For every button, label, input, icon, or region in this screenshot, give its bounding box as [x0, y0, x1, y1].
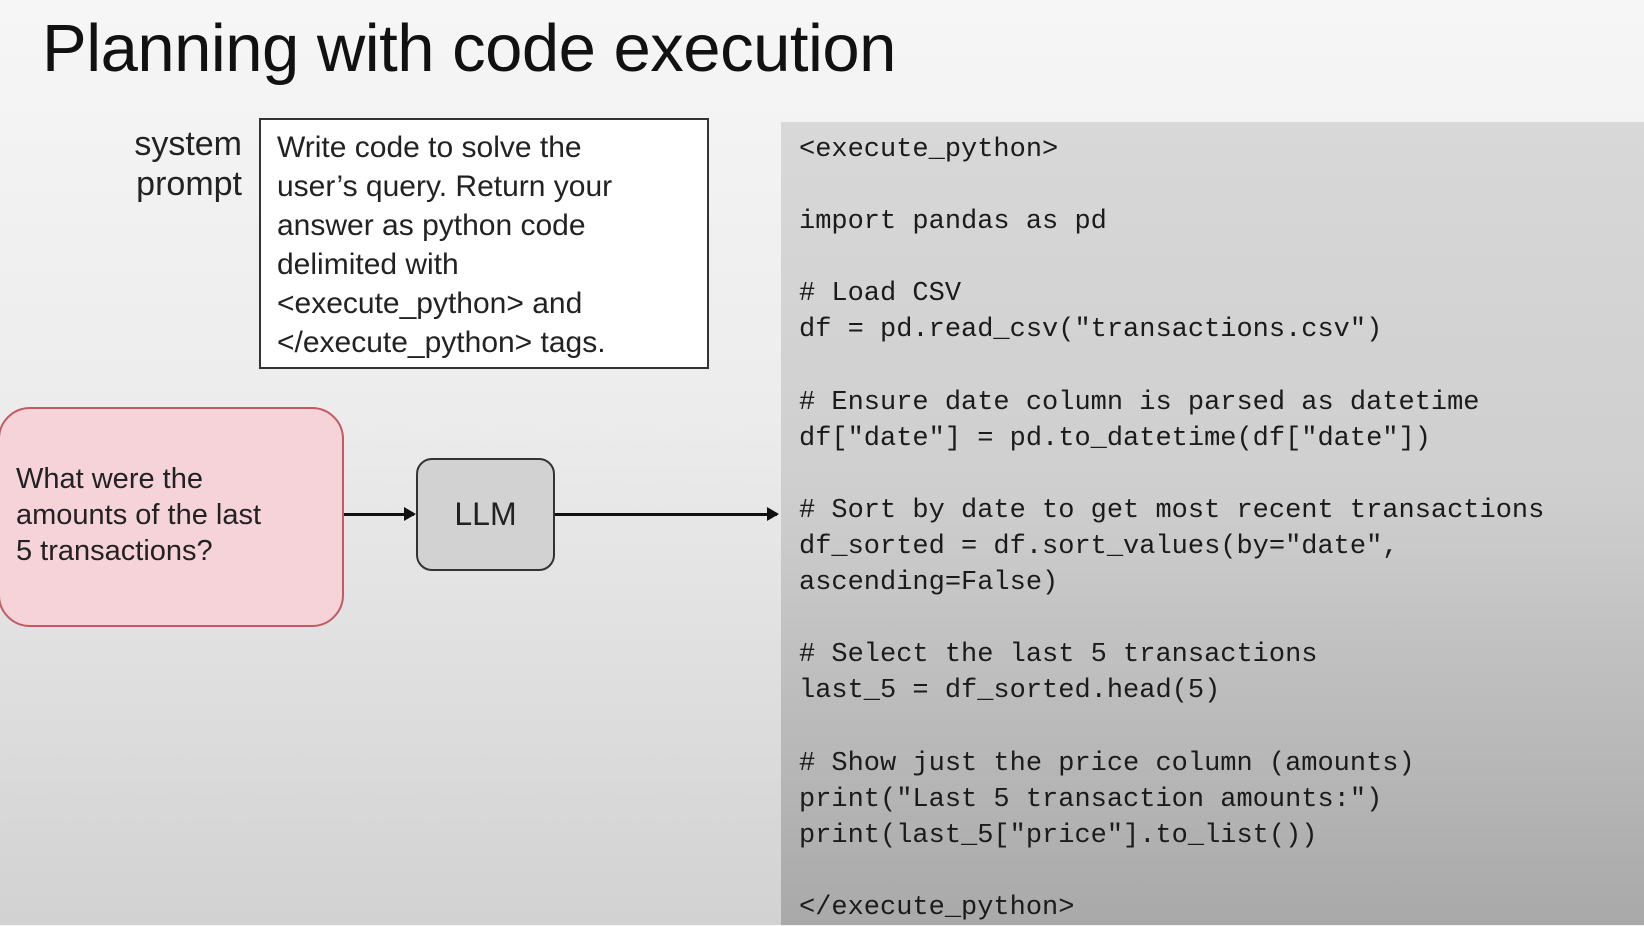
query-to-llm-arrow: [344, 507, 416, 521]
code-line: last_5 = df_sorted.head(5): [799, 676, 1221, 707]
system-prompt-label-line: system: [134, 125, 242, 163]
code-line: [799, 168, 1644, 204]
llm-box: LLM: [416, 458, 555, 571]
code-line: ascending=False): [799, 568, 1059, 599]
code-line: df["date"] = pd.to_datetime(df["date"]): [799, 423, 1431, 454]
slide-title: Planning with code execution: [42, 11, 896, 86]
system-prompt-line: Write code to solve the: [277, 131, 582, 164]
code-line: # Load CSV: [799, 279, 962, 310]
user-query-line: 5 transactions?: [16, 535, 213, 567]
code-line: [799, 710, 1644, 746]
system-prompt-line: answer as python code: [277, 209, 586, 242]
user-query-line: What were the: [16, 463, 203, 495]
llm-label: LLM: [454, 496, 517, 532]
code-line: import pandas as pd: [799, 207, 1107, 238]
system-prompt-label-line: prompt: [136, 165, 242, 203]
system-prompt-label: system prompt: [90, 124, 242, 204]
system-prompt-line: <execute_python> and: [277, 287, 583, 320]
code-line: df_sorted = df.sort_values(by="date",: [799, 532, 1399, 563]
system-prompt-box: Write code to solve the user’s query. Re…: [259, 118, 709, 369]
code-line: <execute_python>: [799, 135, 1059, 165]
code-line: [799, 349, 1644, 385]
code-line: [799, 601, 1644, 637]
code-line: </execute_python>: [799, 892, 1075, 923]
code-line: df = pd.read_csv("transactions.csv"): [799, 315, 1383, 346]
code-line: [799, 854, 1644, 890]
system-prompt-line: </execute_python> tags.: [277, 326, 606, 359]
code-line: [799, 457, 1644, 493]
code-line: print(last_5["price"].to_list()): [799, 820, 1318, 851]
code-line: # Ensure date column is parsed as dateti…: [799, 387, 1480, 418]
code-output-panel: <execute_python>import pandas as pd # Loa…: [781, 122, 1644, 925]
user-query-line: amounts of the last: [16, 499, 262, 531]
code-line: # Show just the price column (amounts): [799, 748, 1415, 779]
code-line: print("Last 5 transaction amounts:"): [799, 784, 1383, 815]
user-query-box: What were the amounts of the last 5 tran…: [0, 407, 344, 627]
code-line: [799, 240, 1644, 276]
code-line: # Select the last 5 transactions: [799, 640, 1318, 671]
system-prompt-line: user’s query. Return your: [277, 170, 613, 203]
llm-to-code-arrow: [555, 507, 779, 521]
code-line: # Sort by date to get most recent transa…: [799, 495, 1545, 526]
system-prompt-line: delimited with: [277, 248, 459, 281]
